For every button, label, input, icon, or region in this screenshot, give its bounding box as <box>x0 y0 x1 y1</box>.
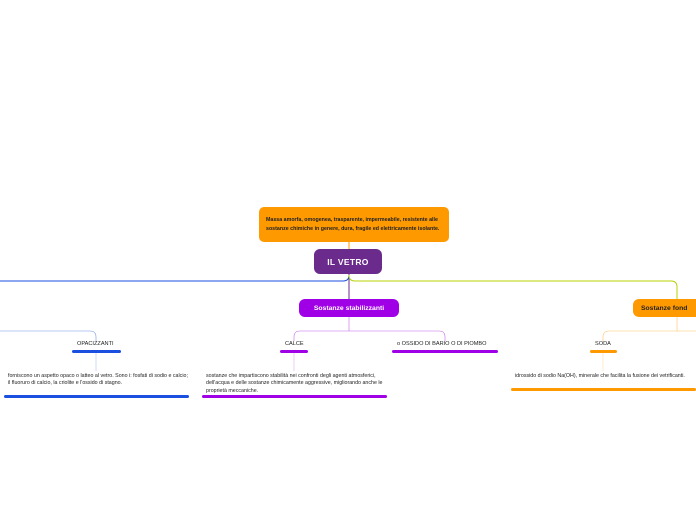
description-text: Massa amorfa, omogenea, trasparente, imp… <box>266 216 440 232</box>
topic-opacizzanti-underline <box>72 350 121 353</box>
note-calce-text: sostanze che impartiscono stabilità nei … <box>206 373 383 394</box>
topic-soda[interactable]: SODA <box>595 341 611 347</box>
branch-fondenti-label: Sostanze fond <box>641 304 688 312</box>
link-soda <box>602 317 678 341</box>
topic-opacizzanti-label: OPACIZZANTI <box>77 341 114 347</box>
topic-soda-label: SODA <box>595 341 611 347</box>
topic-ossido-underline <box>392 350 498 353</box>
link-calce <box>293 330 349 341</box>
topic-ossido[interactable]: o OSSIDO DI BARIO O DI PIOMBO <box>397 341 487 347</box>
note-opacizzanti-text: forniscono un aspetto opaco o latteo al … <box>8 373 188 387</box>
topic-calce[interactable]: CALCE <box>285 341 304 347</box>
description-box[interactable]: Massa amorfa, omogenea, trasparente, imp… <box>259 207 449 242</box>
branch-stabilizzanti-label: Sostanze stabilizzanti <box>313 304 385 312</box>
link-opacizzanti <box>0 330 97 341</box>
link-blue-branch <box>0 274 350 282</box>
topic-opacizzanti[interactable]: OPACIZZANTI <box>77 341 114 347</box>
note-opacizzanti[interactable]: forniscono un aspetto opaco o latteo al … <box>8 373 188 388</box>
note-calce-underline <box>202 395 387 398</box>
note-soda-text: idrossido di sodio Na(OH), minerale che … <box>515 373 685 379</box>
branch-stabilizzanti[interactable]: Sostanze stabilizzanti <box>299 299 399 317</box>
topic-calce-underline <box>280 350 308 353</box>
link-lime-branch <box>348 274 678 299</box>
link-ossido <box>349 330 446 341</box>
note-opacizzanti-underline <box>4 395 189 398</box>
center-title: IL VETRO <box>327 256 369 267</box>
topic-soda-underline <box>590 350 617 353</box>
note-soda[interactable]: idrossido di sodio Na(OH), minerale che … <box>515 373 693 380</box>
branch-fondenti[interactable]: Sostanze fond <box>633 299 696 317</box>
topic-calce-label: CALCE <box>285 341 304 347</box>
note-soda-underline <box>511 388 696 391</box>
topic-ossido-label: o OSSIDO DI BARIO O DI PIOMBO <box>397 341 487 347</box>
note-calce[interactable]: sostanze che impartiscono stabilità nei … <box>206 373 384 395</box>
center-node[interactable]: IL VETRO <box>314 249 382 274</box>
